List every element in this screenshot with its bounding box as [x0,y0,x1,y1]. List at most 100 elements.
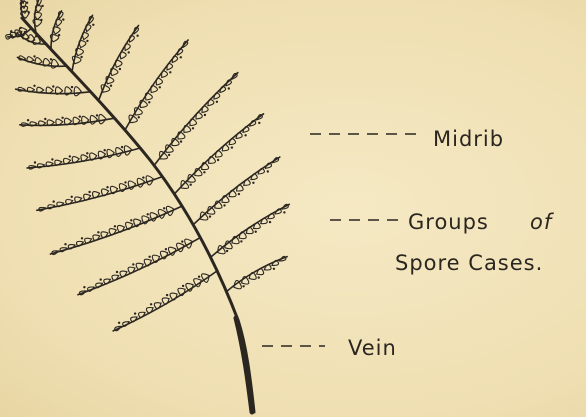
spore-dot-top-0-4 [26,2,28,4]
pinnule-left-3-5-a [64,118,71,122]
pinnule-left-1-2-a [43,58,50,63]
spore-dot-top-2-4 [41,5,43,7]
pinnule-left-3-4-a [73,117,80,121]
pinnule-left-6-6-b [126,224,133,229]
spore-dot-left-3-6 [61,117,63,119]
spore-dot-left-8-10 [134,312,136,314]
pinnule-left-2-5-a [37,87,44,90]
spore-dot-right-7-8 [269,221,271,223]
spore-dot-left-6-4 [147,213,149,215]
spore-dot-left-5-6 [106,186,108,188]
spore-dot-right-4-6 [192,127,194,129]
pinnule-left-6-5-b [134,221,141,227]
groups-label: Groups [408,210,489,234]
spore-dot-left-8-8 [150,303,152,305]
spore-dot-left-3-10 [27,119,29,121]
spore-dot-left-3-8 [44,118,46,120]
pinnule-right-0-2-a [55,27,60,34]
pinnule-right-2-4-a [116,61,122,67]
pinnule-right-1-4-a [84,33,89,40]
spore-dot-left-5-2 [142,176,144,178]
pinnule-left-2-2-a [65,87,72,91]
vein-label: Vein [348,336,397,360]
spore-dot-left-5-8 [88,191,90,193]
pinnule-right-3-6-a [157,79,163,85]
pinnule-left-6-4-b [143,218,150,224]
spore-dot-right-3-8 [169,71,171,73]
spore-dot-left-7-6 [148,256,150,258]
pinnule-right-1-3-a [81,41,86,48]
pinnule-left-3-8-a [39,121,46,124]
spore-dot-left-4-8 [69,155,71,157]
spore-dot-right-4-2 [168,154,170,156]
spore-dot-right-4-10 [216,101,218,103]
spore-dot-left-8-6 [166,294,168,296]
spore-dot-right-4-12 [228,87,230,89]
spore-dot-right-6-2 [209,215,211,217]
spore-dot-right-6-4 [223,204,225,206]
pinnule-right-3-5-a [151,87,157,93]
spore-dot-left-1-2 [50,58,52,60]
spore-dot-top-0-2 [28,11,30,13]
spore-dot-left-6-8 [114,225,116,227]
spore-dot-right-7-4 [240,240,242,242]
pinnule-left-2-4-a [46,87,53,90]
spore-dot-right-0-2 [58,34,60,36]
spore-dot-left-4-10 [51,158,53,160]
spore-dot-left-7-10 [116,271,118,273]
spore-dot-left-7-2 [181,240,183,242]
spore-dot-left-3-4 [79,115,81,117]
pinnule-right-0-1-a [53,35,59,42]
pinna-midrib-right-2 [99,26,139,101]
spore-dot-left-7-4 [165,248,167,250]
spore-dot-right-6-6 [238,193,240,195]
spore-dot-right-3-10 [180,56,182,58]
spore-dot-right-1-6 [92,24,94,26]
spore-dot-right-1-4 [86,40,88,42]
fern-stalk-base [236,318,252,412]
pinnule-right-2-3-a [112,69,118,75]
spore-dot-left-5-4 [124,181,126,183]
of-label: of [530,210,555,234]
spore-dot-right-5-12 [258,122,260,124]
spore-dot-right-4-4 [180,140,182,142]
pinnule-left-3-1-a [99,114,106,119]
pinnule-left-5-2-a [137,178,144,183]
pinnule-left-4-4-b [99,154,106,159]
spore-dot-left-2-4 [52,85,54,87]
spore-dot-right-3-2 [138,116,140,118]
pinnule-right-1-1-a [75,57,81,64]
spore-dot-left-8-4 [182,285,184,287]
pinnule-top-2-2-a [37,13,41,20]
pinnule-left-4-2-a [116,148,123,153]
pinnule-right-2-2-a [108,78,114,84]
spore-dot-left-7-8 [132,263,134,265]
spore-dot-right-2-8 [136,35,138,37]
spore-dot-left-8-2 [198,276,200,278]
pinnule-left-1-4-a [27,57,34,61]
spore-dot-right-5-4 [203,171,205,173]
spore-dot-left-6-6 [130,219,132,221]
spore-dot-left-2-6 [33,85,35,87]
spore-dot-left-4-6 [86,152,88,154]
spore-dot-left-5-10 [71,196,73,198]
spore-dot-top-1-2 [19,27,21,29]
fern-pinnae [6,0,290,331]
spore-dot-right-8-2 [242,285,244,287]
spore-dot-left-4-12 [34,161,36,163]
spore-dot-left-7-12 [100,278,102,280]
pinnule-left-8-9-b [139,312,145,317]
spore-dot-right-7-2 [226,250,228,252]
spore-dot-top-2-2 [40,19,42,21]
spore-dot-right-3-6 [159,86,161,88]
spore-cases-label: Spore Cases. [395,251,543,275]
pinnule-left-3-7-a [47,120,54,123]
pinnule-top-2-3-a [38,6,41,13]
spore-dot-left-3-2 [96,114,98,116]
spore-dot-right-6-8 [252,182,254,184]
spore-dot-left-6-14 [64,243,66,245]
spore-dot-left-4-2 [121,146,123,148]
spore-dot-right-2-6 [128,51,130,53]
pinnule-left-2-6-a [27,87,34,90]
